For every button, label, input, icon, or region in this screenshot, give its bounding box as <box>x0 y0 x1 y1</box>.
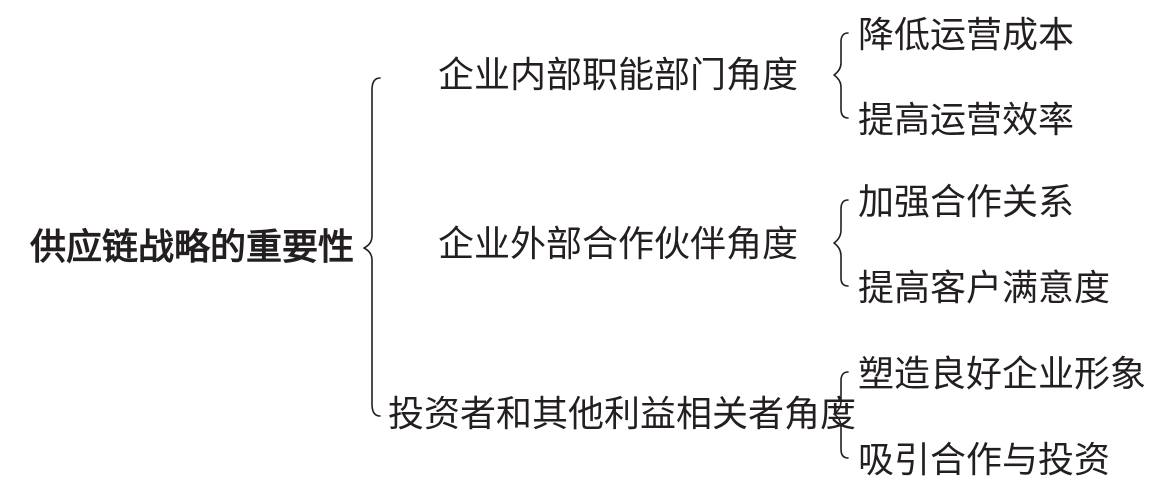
branch-external-label: 企业外部合作伙伴角度 <box>438 224 799 265</box>
branch-1-brace <box>833 32 849 119</box>
leaf-attract-investment: 吸引合作与投资 <box>858 440 1111 481</box>
root-label: 供应链战略的重要性 <box>30 227 355 268</box>
branch-3-brace <box>833 371 849 459</box>
leaf-corporate-image: 塑造良好企业形象 <box>858 354 1147 395</box>
leaf-customer-satisfaction: 提高客户满意度 <box>858 268 1111 309</box>
leaf-improve-efficiency: 提高运营效率 <box>858 100 1075 141</box>
leaf-strengthen-cooperation: 加强合作关系 <box>858 182 1075 223</box>
branch-2-brace <box>833 199 849 287</box>
branch-internal-label: 企业内部职能部门角度 <box>438 55 799 96</box>
leaf-reduce-cost: 降低运营成本 <box>858 15 1075 56</box>
branch-investor-label: 投资者和其他利益相关者角度 <box>388 394 857 435</box>
main-brace <box>363 77 381 417</box>
